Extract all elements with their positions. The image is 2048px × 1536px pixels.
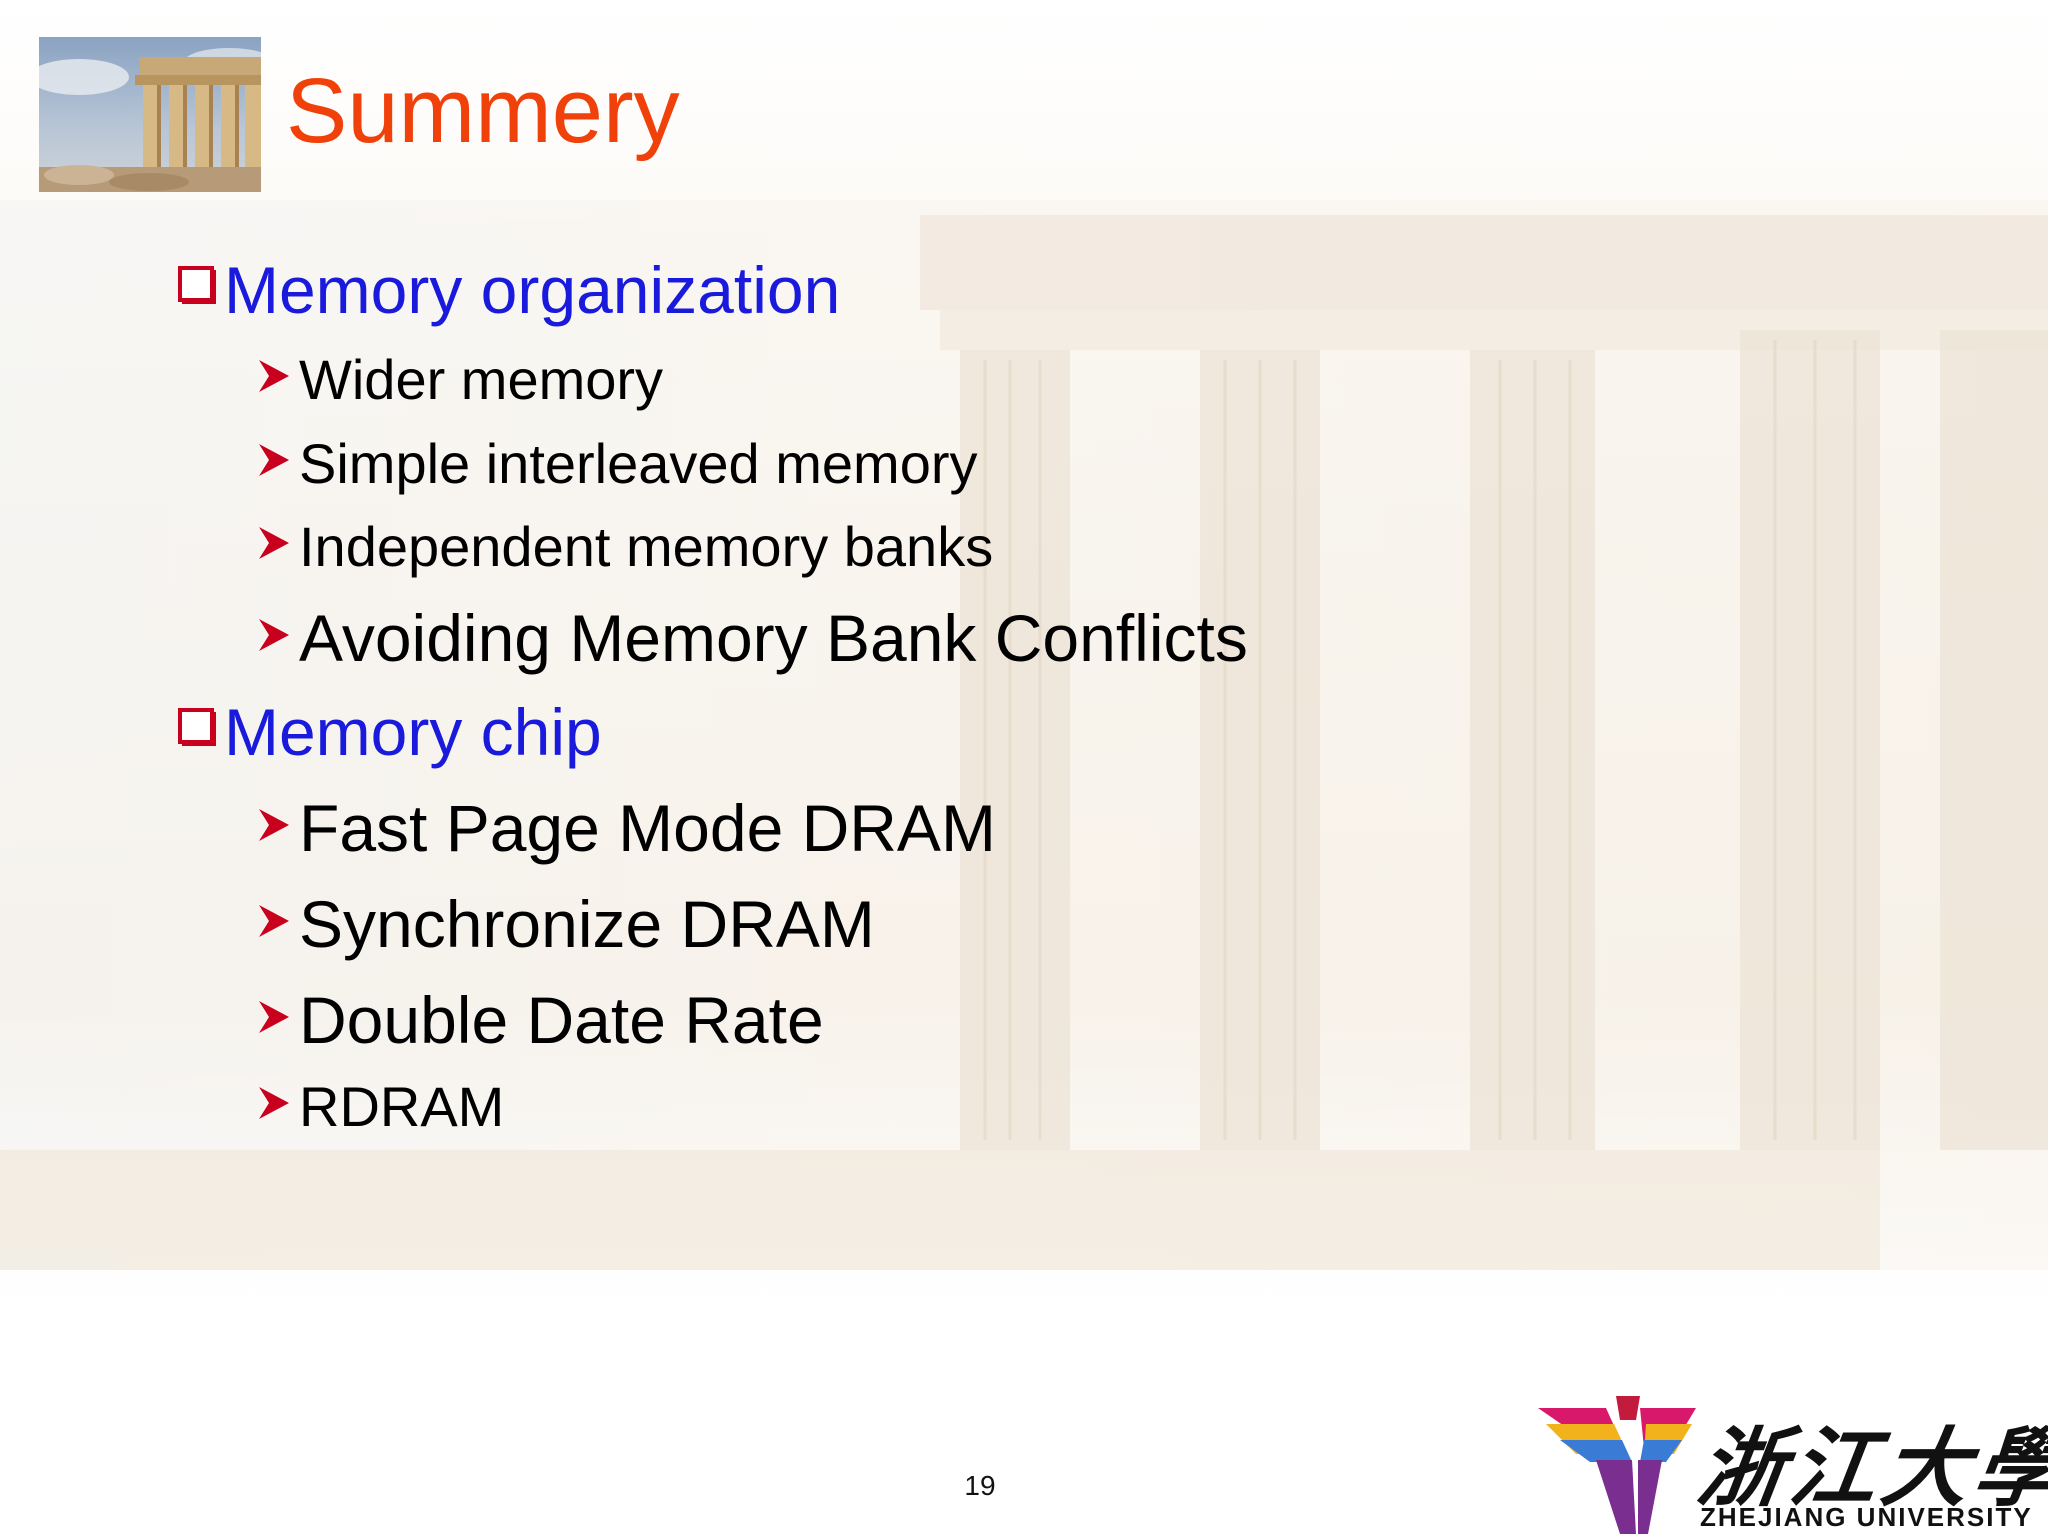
outline-subitem-label: Fast Page Mode DRAM	[299, 791, 996, 865]
hollow-square-bullet-icon	[176, 260, 224, 320]
page-number: 19	[964, 1470, 996, 1501]
outline-subitem-label: Independent memory banks	[299, 514, 994, 578]
arrowhead-bullet-icon	[255, 438, 299, 488]
outline-subitem: RDRAM	[255, 1073, 504, 1139]
hollow-square-bullet-icon	[176, 702, 224, 762]
arrowhead-bullet-icon	[255, 521, 299, 571]
outline-subitem-label: Avoiding Memory Bank Conflicts	[299, 601, 1248, 675]
outline-subitem: Avoiding Memory Bank Conflicts	[255, 598, 1248, 678]
outline-item-label: Memory organization	[224, 253, 841, 327]
slide-title: Summery	[286, 60, 680, 162]
arrowhead-bullet-icon	[255, 1081, 299, 1131]
arrowhead-bullet-icon	[255, 995, 299, 1045]
university-name-english: ZHEJIANG UNIVERSITY	[1700, 1502, 2033, 1532]
outline-subitem-label: RDRAM	[299, 1074, 505, 1138]
arrowhead-bullet-icon	[255, 803, 299, 853]
university-emblem-icon	[1538, 1396, 1696, 1534]
outline-subitem: Double Date Rate	[255, 980, 824, 1060]
outline-subitem-label: Wider memory	[299, 347, 664, 411]
outline-subitem-label: Synchronize DRAM	[299, 887, 875, 961]
outline-subitem-label: Simple interleaved memory	[299, 431, 978, 495]
outline-subitem: Independent memory banks	[255, 513, 993, 579]
outline-subitem: Wider memory	[255, 346, 663, 412]
outline-item-memory-chip: Memory chip	[176, 692, 602, 772]
outline-subitem-label: Double Date Rate	[299, 983, 824, 1057]
arrowhead-bullet-icon	[255, 899, 299, 949]
outline-item-label: Memory chip	[224, 695, 602, 769]
outline-subitem: Synchronize DRAM	[255, 884, 875, 964]
outline-subitem: Fast Page Mode DRAM	[255, 788, 996, 868]
arrowhead-bullet-icon	[255, 613, 299, 663]
outline-subitem: Simple interleaved memory	[255, 430, 977, 496]
temple-thumbnail-image	[39, 37, 261, 192]
outline-item-memory-organization: Memory organization	[176, 250, 840, 330]
arrowhead-bullet-icon	[255, 354, 299, 404]
bullet-outline: Memory organization Wider memory Simple …	[176, 250, 1248, 1139]
